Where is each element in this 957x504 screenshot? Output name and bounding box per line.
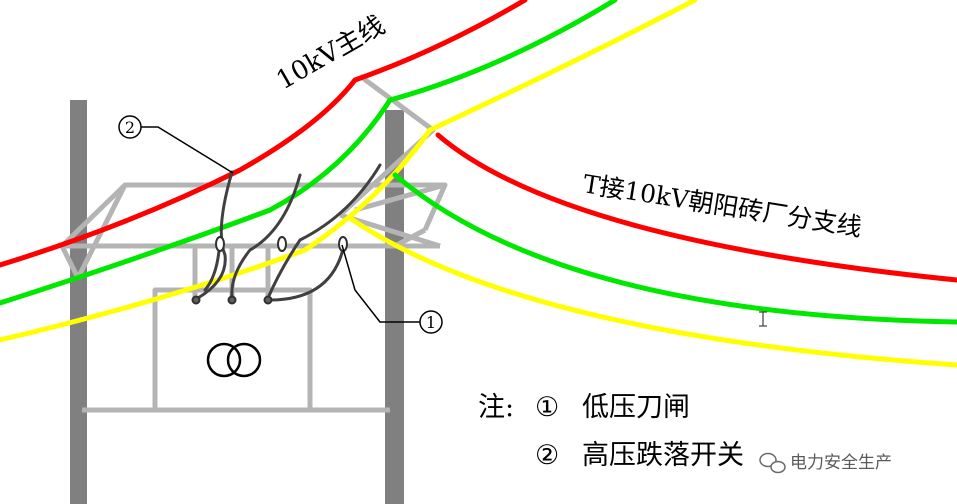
legend-item-1-marker: ① (535, 392, 559, 423)
legend: 注: ① 低压刀闸 ② 高压跌落开关 (478, 392, 744, 471)
watermark-text: 电力安全生产 (790, 453, 892, 473)
branch-line-green-phase (392, 172, 957, 325)
main-line-red-phase (0, 0, 528, 268)
callout-1-number: 1 (426, 313, 436, 332)
branch-line (347, 132, 957, 368)
callout-2-number: 2 (125, 118, 135, 137)
insulators (191, 236, 348, 305)
transformer-icon (206, 342, 262, 378)
legend-item-1-text: 低压刀闸 (582, 392, 690, 423)
main-line-yellow-phase (0, 0, 698, 343)
main-line (0, 0, 698, 343)
drop-leads (196, 163, 382, 302)
legend-item-2-text: 高压跌落开关 (582, 440, 744, 471)
callout-1: 1 (341, 244, 443, 334)
wechat-icon (759, 452, 786, 474)
branch-line-yellow-phase (347, 215, 957, 368)
callout-2: 2 (118, 115, 234, 174)
watermark: 电力安全生产 (759, 452, 892, 474)
branch-line-label: T接10kV朝阳砖厂分支线 (581, 169, 864, 242)
main-line-green-phase (0, 0, 618, 306)
right-pole (385, 110, 404, 504)
branch-line-red-phase (435, 132, 957, 283)
left-pole (70, 100, 87, 504)
legend-prefix: 注: (478, 392, 514, 423)
legend-item-2-marker: ② (535, 440, 559, 471)
text-cursor-icon (759, 311, 767, 327)
